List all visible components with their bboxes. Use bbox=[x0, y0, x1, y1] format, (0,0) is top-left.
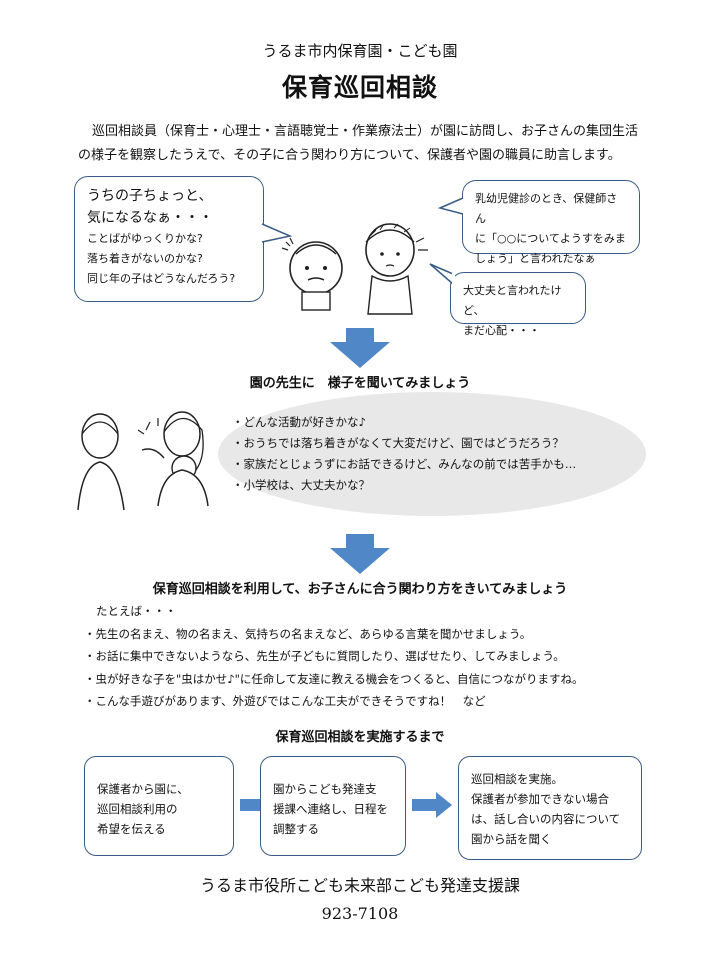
right-arrow-icon bbox=[412, 792, 452, 818]
flow-step-1-line2: 巡回相談利用の bbox=[97, 802, 178, 816]
flow-step-2-line3: 調整する bbox=[273, 822, 319, 836]
mother-illustration bbox=[365, 223, 428, 315]
worry-left-line2: 気になるなぁ・・・ bbox=[87, 210, 213, 226]
flow-step-2: 園からこども発達支 援課へ連絡し、日程を 調整する bbox=[260, 756, 406, 856]
ask-teacher-heading: 園の先生に 様子を聞いてみましょう bbox=[249, 376, 471, 391]
worry-bubble-rt-tail bbox=[437, 197, 465, 215]
worry-rt-line3: しょう」と言われたなぁ bbox=[475, 252, 596, 265]
page-subtitle: うるま市内保育園・こども園 bbox=[262, 42, 458, 60]
worry-rt-line1: 乳幼児健診のとき、保健師さん bbox=[475, 192, 618, 225]
worry-rb-line1: 大丈夫と言われたけど、 bbox=[463, 284, 562, 317]
flow-step-3-line1: 巡回相談を実施。 bbox=[471, 772, 563, 786]
flow-step-1: 保護者から園に、 巡回相談利用の 希望を伝える bbox=[84, 756, 234, 856]
list-item: ・先生の名まえ、物の名まえ、気持ちの名まえなど、あらゆる言葉を聞かせましょう。 bbox=[84, 626, 532, 641]
footer-phone: 923-7108 bbox=[321, 904, 399, 923]
footer-department: うるま市役所こども未来部こども発達支援課 bbox=[199, 876, 520, 895]
flow-step-2-line2: 援課へ連絡し、日程を bbox=[273, 802, 388, 816]
child-illustration bbox=[281, 237, 343, 311]
questions-background-ellipse bbox=[218, 392, 646, 516]
flow-step-3-line2: 保護者が参加できない場合 bbox=[471, 792, 609, 806]
list-item: ・おうちでは落ち着きがなくて大変だけど、園ではどうだろう？ bbox=[232, 436, 564, 450]
worry-bubble-left: うちの子ちょっと、 気になるなぁ・・・ ことばがゆっくりかな? 落ち着きがないの… bbox=[74, 176, 264, 302]
flow-step-3-line4: 園から話を聞く bbox=[471, 832, 552, 846]
down-arrow-icon bbox=[330, 328, 390, 368]
use-consult-heading: 保育巡回相談を利用して、お子さんに合う関わり方をきいてみましょう bbox=[152, 582, 568, 597]
intro-paragraph: 巡回相談員（保育士・心理士・言語聴覚士・作業療法士）が園に訪問し、お子さんの集団… bbox=[78, 124, 639, 163]
worry-bubble-rb-tail bbox=[429, 263, 455, 285]
flow-step-3: 巡回相談を実施。 保護者が参加できない場合 は、話し合いの内容について 園から話… bbox=[458, 756, 642, 860]
list-item: ・こんな手遊びがあります、外遊びではこんな工夫ができそうですね！ など bbox=[84, 694, 486, 708]
worry-left-line3: ことばがゆっくりかな? bbox=[87, 232, 203, 245]
worry-bubble-right-top: 乳幼児健診のとき、保健師さん に「○○についてようすをみま しょう」と言われたな… bbox=[462, 180, 640, 265]
worry-left-line4: 落ち着きがないのかな? bbox=[87, 252, 203, 265]
list-item: ・虫が好きな子を"虫はかせ♪"に任命して友達に教える機会をつくると、自信につなが… bbox=[84, 671, 584, 686]
list-item: ・お話に集中できないようなら、先生が子どもに質問したり、選ばせたり、してみましょ… bbox=[84, 649, 565, 663]
page-title: 保育巡回相談 bbox=[281, 73, 438, 102]
worry-left-line1: うちの子ちょっと、 bbox=[87, 188, 213, 204]
flow-heading: 保育巡回相談を実施するまで bbox=[275, 730, 445, 745]
list-item: ・家族だとじょうずにお話できるけど、みんなの前では苦手かも… bbox=[232, 457, 577, 471]
worry-bubble-right-bottom: 大丈夫と言われたけど、 まだ心配・・・ bbox=[450, 272, 586, 337]
worry-bubble-left-tail bbox=[260, 223, 293, 243]
worry-left-line5: 同じ年の子はどうなんだろう? bbox=[87, 272, 236, 285]
flow-step-3-line3: は、話し合いの内容について bbox=[471, 812, 621, 826]
worry-rb-line2: まだ心配・・・ bbox=[463, 324, 540, 337]
list-item: ・小学校は、大丈夫かな？ bbox=[232, 478, 370, 492]
flow-step-1-line3: 希望を伝える bbox=[97, 822, 166, 836]
worry-rt-line2: に「○○についてようすをみま bbox=[475, 232, 626, 245]
examples-list: たとえば・・・ ・先生の名まえ、物の名まえ、気持ちの名まえなど、あらゆる言葉を聞… bbox=[84, 600, 684, 713]
examples-lead: たとえば・・・ bbox=[96, 604, 177, 618]
teacher-questions-list: ・どんな活動が好きかな♪ ・おうちでは落ち着きがなくて大変だけど、園ではどうだろ… bbox=[232, 412, 576, 496]
flow-step-2-line1: 園からこども発達支 bbox=[273, 782, 377, 796]
down-arrow-icon bbox=[330, 534, 390, 574]
parent-teacher-illustration bbox=[77, 411, 209, 511]
flow-step-1-line1: 保護者から園に、 bbox=[97, 782, 189, 796]
list-item: ・どんな活動が好きかな♪ bbox=[232, 415, 366, 429]
